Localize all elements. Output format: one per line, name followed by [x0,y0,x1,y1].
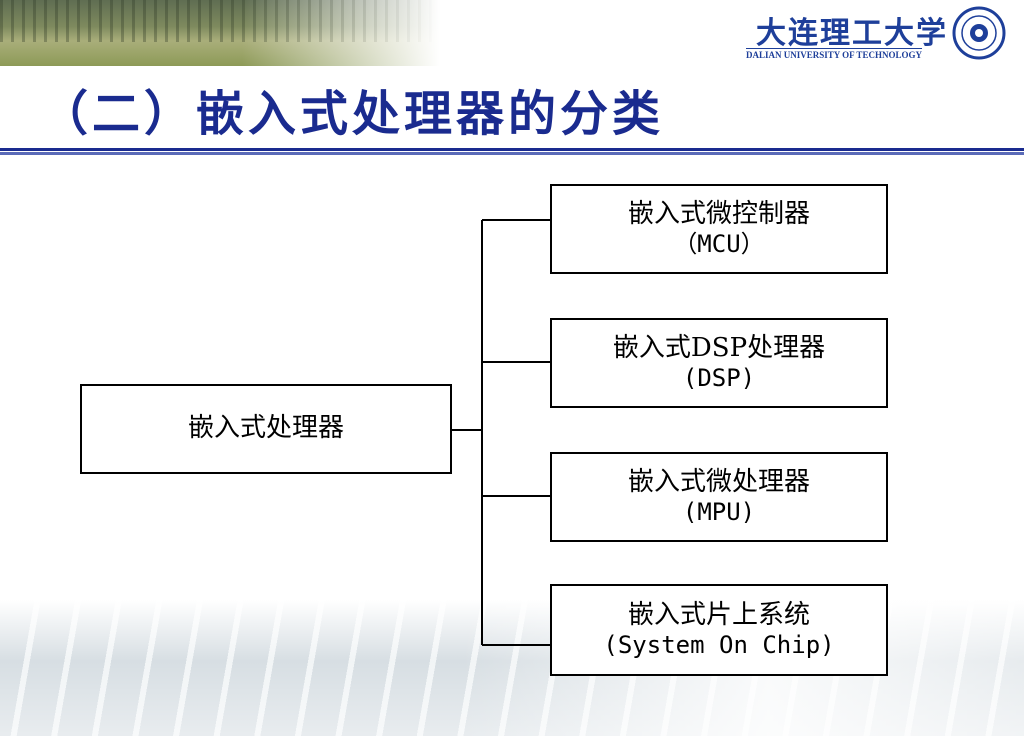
node-abbreviation: (System On Chip) [603,631,835,660]
logo-subtitle: DALIAN UNIVERSITY OF TECHNOLOGY [746,48,922,60]
title-divider [0,148,1024,155]
child-node-dsp: 嵌入式DSP处理器 (DSP) [550,318,888,408]
node-abbreviation: (MPU) [682,498,756,527]
child-node-mpu: 嵌入式微处理器 (MPU) [550,452,888,542]
node-label: 嵌入式片上系统 [627,600,810,630]
root-node-label: 嵌入式处理器 [187,413,344,444]
university-emblem-icon [952,6,1006,60]
logo-name: 大连理工大学 [756,16,948,51]
node-abbreviation: （MCU） [673,230,765,259]
tree-line-decoration [0,0,440,42]
child-node-soc: 嵌入式片上系统 (System On Chip) [550,584,888,676]
root-node-embedded-processor: 嵌入式处理器 [80,384,452,474]
slide-title: （二）嵌入式处理器的分类 [40,86,665,142]
child-node-mcu: 嵌入式微控制器 （MCU） [550,184,888,274]
node-abbreviation: (DSP) [682,364,756,393]
university-logo: 大连理工大学 DALIAN UNIVERSITY OF TECHNOLOGY [736,6,1006,64]
node-label: 嵌入式DSP处理器 [612,333,826,363]
node-label: 嵌入式微控制器 [627,199,810,229]
node-label: 嵌入式微处理器 [627,467,810,497]
header-photo-banner [0,0,440,66]
